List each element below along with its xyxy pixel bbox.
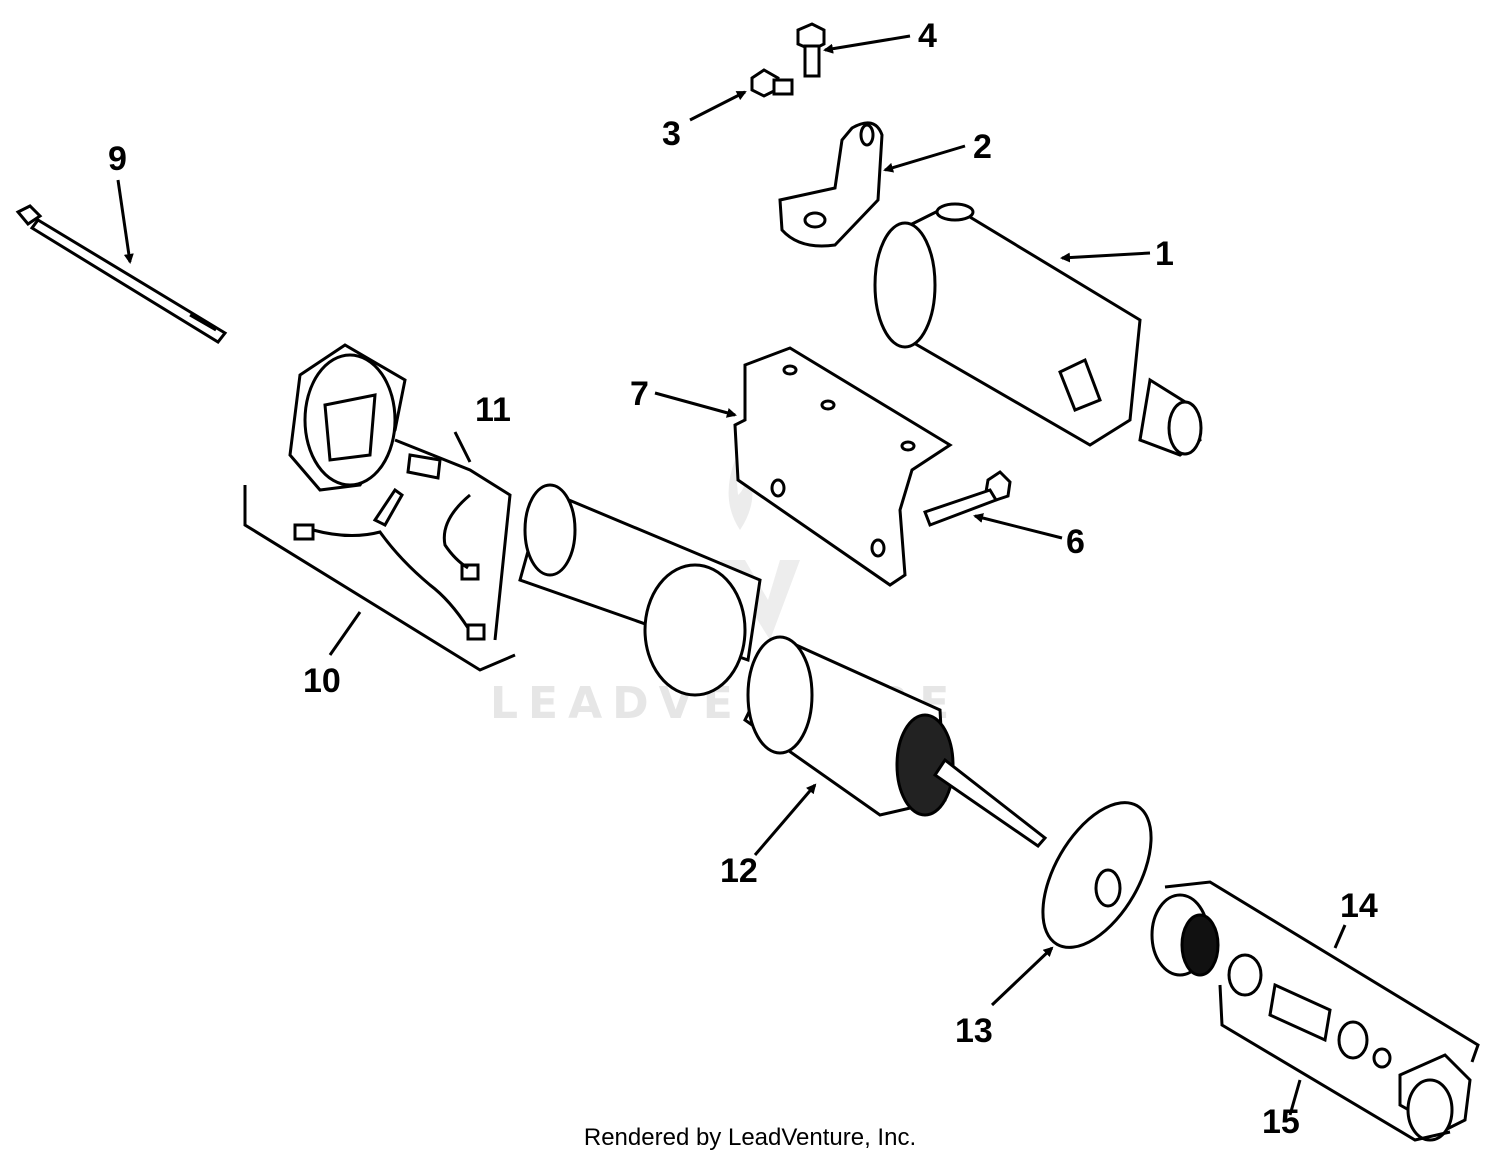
assembly-bracket-14-15 xyxy=(1164,880,1480,1142)
callout-10: 10 xyxy=(303,662,341,700)
callout-9: 9 xyxy=(108,140,127,178)
drive-gear-kit-part xyxy=(1150,893,1472,1142)
callout-2: 2 xyxy=(973,128,992,166)
callout-6: 6 xyxy=(1066,523,1085,561)
bolt-part xyxy=(923,470,1012,527)
drive-end-plate-part xyxy=(1041,801,1153,949)
nut-part xyxy=(750,68,794,98)
leader-arrows xyxy=(116,34,1347,1116)
footer-credit: Rendered by LeadVenture, Inc. xyxy=(583,1124,917,1151)
callout-15: 15 xyxy=(1262,1103,1300,1141)
mounting-bracket-part xyxy=(733,346,953,587)
callout-3: 3 xyxy=(662,115,681,153)
callout-7: 7 xyxy=(630,375,649,413)
callout-4: 4 xyxy=(918,17,937,55)
screw-part xyxy=(796,22,826,78)
assembly-bracket-11 xyxy=(394,438,512,641)
through-bolt-part xyxy=(15,204,228,344)
callout-11: 11 xyxy=(475,391,511,429)
callout-1: 1 xyxy=(1155,235,1174,273)
bracket-part xyxy=(778,121,884,248)
end-cap-assembly-part xyxy=(288,343,486,641)
armature-part xyxy=(743,635,1048,848)
motor-frame-housing-part xyxy=(518,483,762,697)
callout-12: 12 xyxy=(720,852,758,890)
callout-13: 13 xyxy=(955,1012,993,1050)
assembly-bracket-10 xyxy=(243,485,516,672)
callout-14: 14 xyxy=(1340,887,1378,925)
starter-motor-part xyxy=(873,202,1203,457)
callout-labels: 1 2 3 4 6 7 9 10 11 12 13 14 15 xyxy=(108,17,1378,1141)
